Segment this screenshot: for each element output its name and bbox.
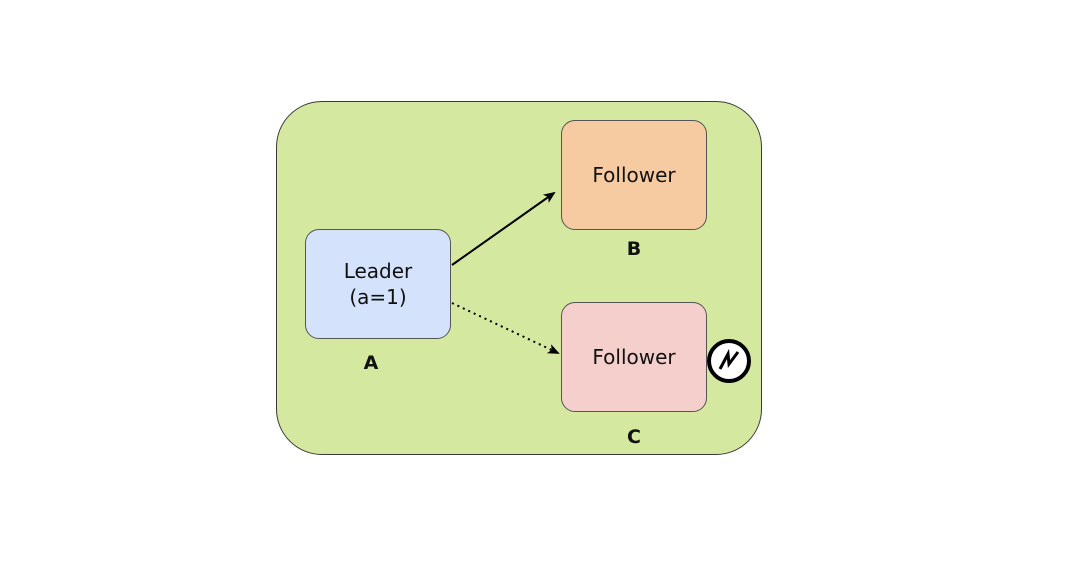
leader-value: (a=1)	[349, 285, 407, 309]
edge-a-to-b	[451, 191, 556, 266]
follower-b-node[interactable]: Follower	[561, 120, 707, 230]
leader-node[interactable]: Leader (a=1)	[305, 229, 451, 339]
follower-c-title: Follower	[592, 345, 676, 369]
follower-c-node[interactable]: Follower	[561, 302, 707, 412]
follower-b-caption: B	[626, 238, 642, 260]
leader-title: Leader	[343, 259, 413, 283]
follower-c-caption: C	[627, 426, 641, 448]
lightning-fault-icon	[707, 339, 751, 383]
follower-b-title: Follower	[592, 163, 676, 187]
edge-a-to-c	[451, 302, 560, 354]
leader-caption: A	[363, 352, 379, 374]
